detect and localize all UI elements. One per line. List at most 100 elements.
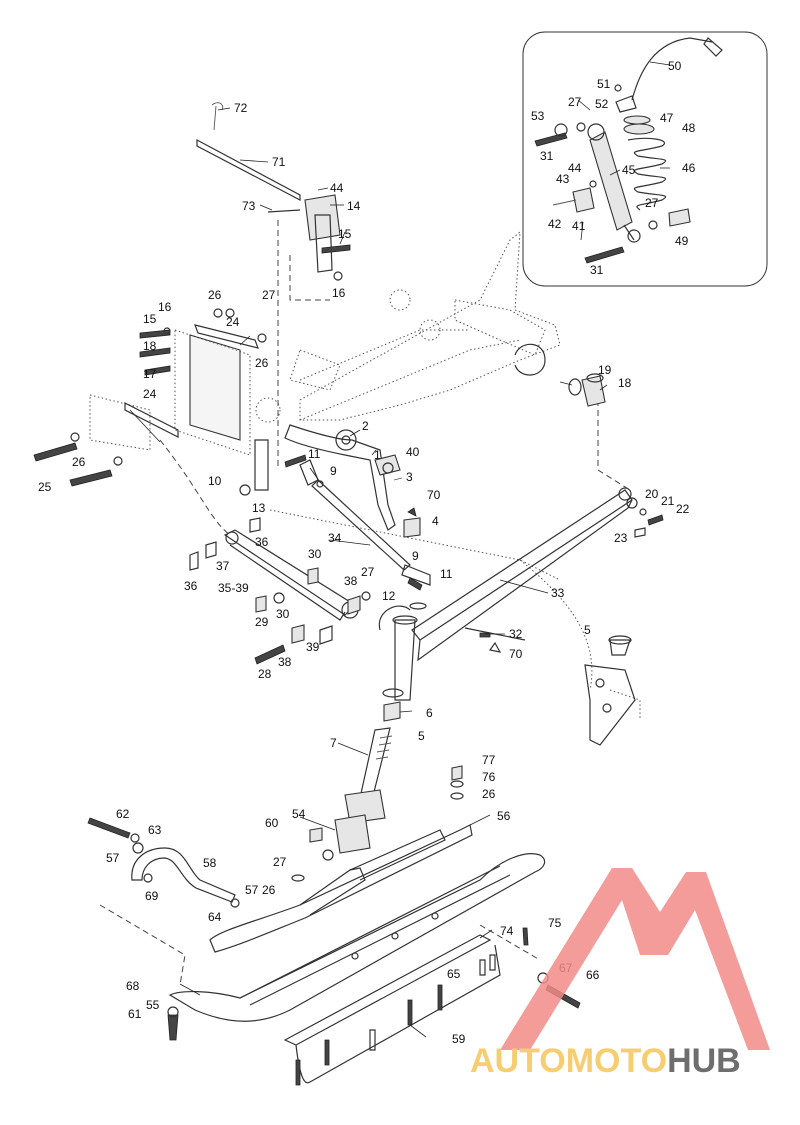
svg-text:AUTOMOTOHUB: AUTOMOTOHUB — [470, 1042, 741, 1080]
callout-22: 22 — [676, 502, 690, 516]
callout-6: 6 — [426, 706, 433, 720]
callout-16: 16 — [158, 300, 172, 314]
callout-52: 52 — [595, 97, 609, 111]
callout-48: 48 — [682, 121, 696, 135]
callout-3: 3 — [406, 470, 413, 484]
callout-36: 36 — [184, 579, 198, 593]
reservoir-hose — [631, 37, 713, 101]
callout-44: 44 — [330, 181, 344, 195]
callout-71: 71 — [272, 155, 286, 169]
callout-14: 14 — [347, 199, 361, 213]
knuckle-detail — [584, 635, 641, 746]
callout-65: 65 — [447, 967, 461, 981]
bracket-plates — [33, 308, 269, 496]
callout-19: 19 — [598, 363, 612, 377]
callout-36: 36 — [255, 535, 269, 549]
callout-53: 53 — [531, 109, 545, 123]
callout-21: 21 — [661, 494, 675, 508]
callout-9: 9 — [412, 549, 419, 563]
ski-frame — [209, 824, 473, 953]
callout-50: 50 — [668, 59, 682, 73]
callout-26: 26 — [262, 883, 276, 897]
callout-30: 30 — [308, 547, 322, 561]
callout-34: 34 — [328, 531, 342, 545]
callout-7: 7 — [330, 736, 337, 750]
callout-75: 75 — [548, 916, 562, 930]
wear-bar — [283, 934, 492, 1046]
callout-27: 27 — [361, 565, 375, 579]
steering-arm — [284, 424, 403, 531]
callout-27: 27 — [645, 196, 659, 210]
callout-76: 76 — [482, 770, 496, 784]
shock-body — [589, 131, 633, 231]
callout-10: 10 — [208, 474, 222, 488]
callout-42: 42 — [548, 217, 562, 231]
callout-56: 56 — [497, 809, 511, 823]
callout-35-39: 35-39 — [218, 581, 249, 595]
callout-1: 1 — [374, 448, 381, 462]
callout-30: 30 — [276, 607, 290, 621]
callout-26: 26 — [482, 787, 496, 801]
ski-assembly — [87, 765, 581, 1086]
callout-57: 57 — [245, 883, 259, 897]
callout-61: 61 — [128, 1007, 142, 1021]
upper-rod-assembly — [196, 102, 351, 470]
callout-2: 2 — [362, 419, 369, 433]
callout-60: 60 — [265, 816, 279, 830]
spring — [627, 137, 667, 211]
callout-11: 11 — [308, 447, 321, 461]
callout-27: 27 — [262, 288, 276, 302]
callout-26: 26 — [72, 455, 86, 469]
callout-72: 72 — [234, 101, 248, 115]
callout-20: 20 — [645, 487, 659, 501]
callout-15: 15 — [143, 312, 157, 326]
logo-text-hub: HUB — [667, 1042, 741, 1080]
callout-labels: 72 71 44 14 73 15 16 26 27 16 24 15 26 1… — [38, 59, 696, 1046]
bushings — [514, 343, 606, 407]
leader-lines — [129, 61, 671, 1038]
callout-18: 18 — [618, 376, 632, 390]
callout-46: 46 — [682, 161, 696, 175]
callout-28: 28 — [258, 667, 272, 681]
callout-27: 27 — [568, 95, 582, 109]
tie-rod — [284, 454, 431, 591]
callout-12: 12 — [382, 589, 396, 603]
callout-44: 44 — [568, 161, 582, 175]
callout-57: 57 — [106, 851, 120, 865]
callout-16: 16 — [332, 286, 346, 300]
callout-31: 31 — [540, 149, 554, 163]
callout-38: 38 — [278, 655, 292, 669]
callout-29: 29 — [255, 615, 269, 629]
callout-18: 18 — [143, 339, 157, 353]
callout-24: 24 — [226, 315, 240, 329]
callout-74: 74 — [500, 924, 514, 938]
callout-73: 73 — [242, 199, 256, 213]
callout-27: 27 — [273, 855, 287, 869]
callout-63: 63 — [148, 823, 162, 837]
callout-64: 64 — [208, 910, 222, 924]
callout-45: 45 — [622, 163, 636, 177]
callout-58: 58 — [203, 856, 217, 870]
callout-69: 69 — [145, 889, 159, 903]
callout-17: 17 — [143, 367, 157, 381]
callout-31: 31 — [590, 263, 604, 277]
callout-9: 9 — [330, 464, 337, 478]
callout-54: 54 — [292, 807, 306, 821]
callout-38: 38 — [344, 574, 358, 588]
callout-25: 25 — [38, 480, 52, 494]
logo-triangle-icon — [500, 868, 770, 1050]
callout-66: 66 — [586, 968, 600, 982]
callout-4: 4 — [432, 514, 439, 528]
callout-32: 32 — [509, 627, 523, 641]
callout-49: 49 — [675, 234, 689, 248]
shock-absorber-inset — [522, 31, 768, 287]
lower-arm — [159, 439, 371, 665]
callout-37: 37 — [216, 559, 230, 573]
callout-26: 26 — [208, 288, 222, 302]
callout-15: 15 — [338, 227, 352, 241]
spindle — [344, 688, 404, 824]
callout-11: 11 — [440, 567, 453, 581]
ski-runner — [168, 853, 546, 1022]
callout-70: 70 — [509, 647, 523, 661]
